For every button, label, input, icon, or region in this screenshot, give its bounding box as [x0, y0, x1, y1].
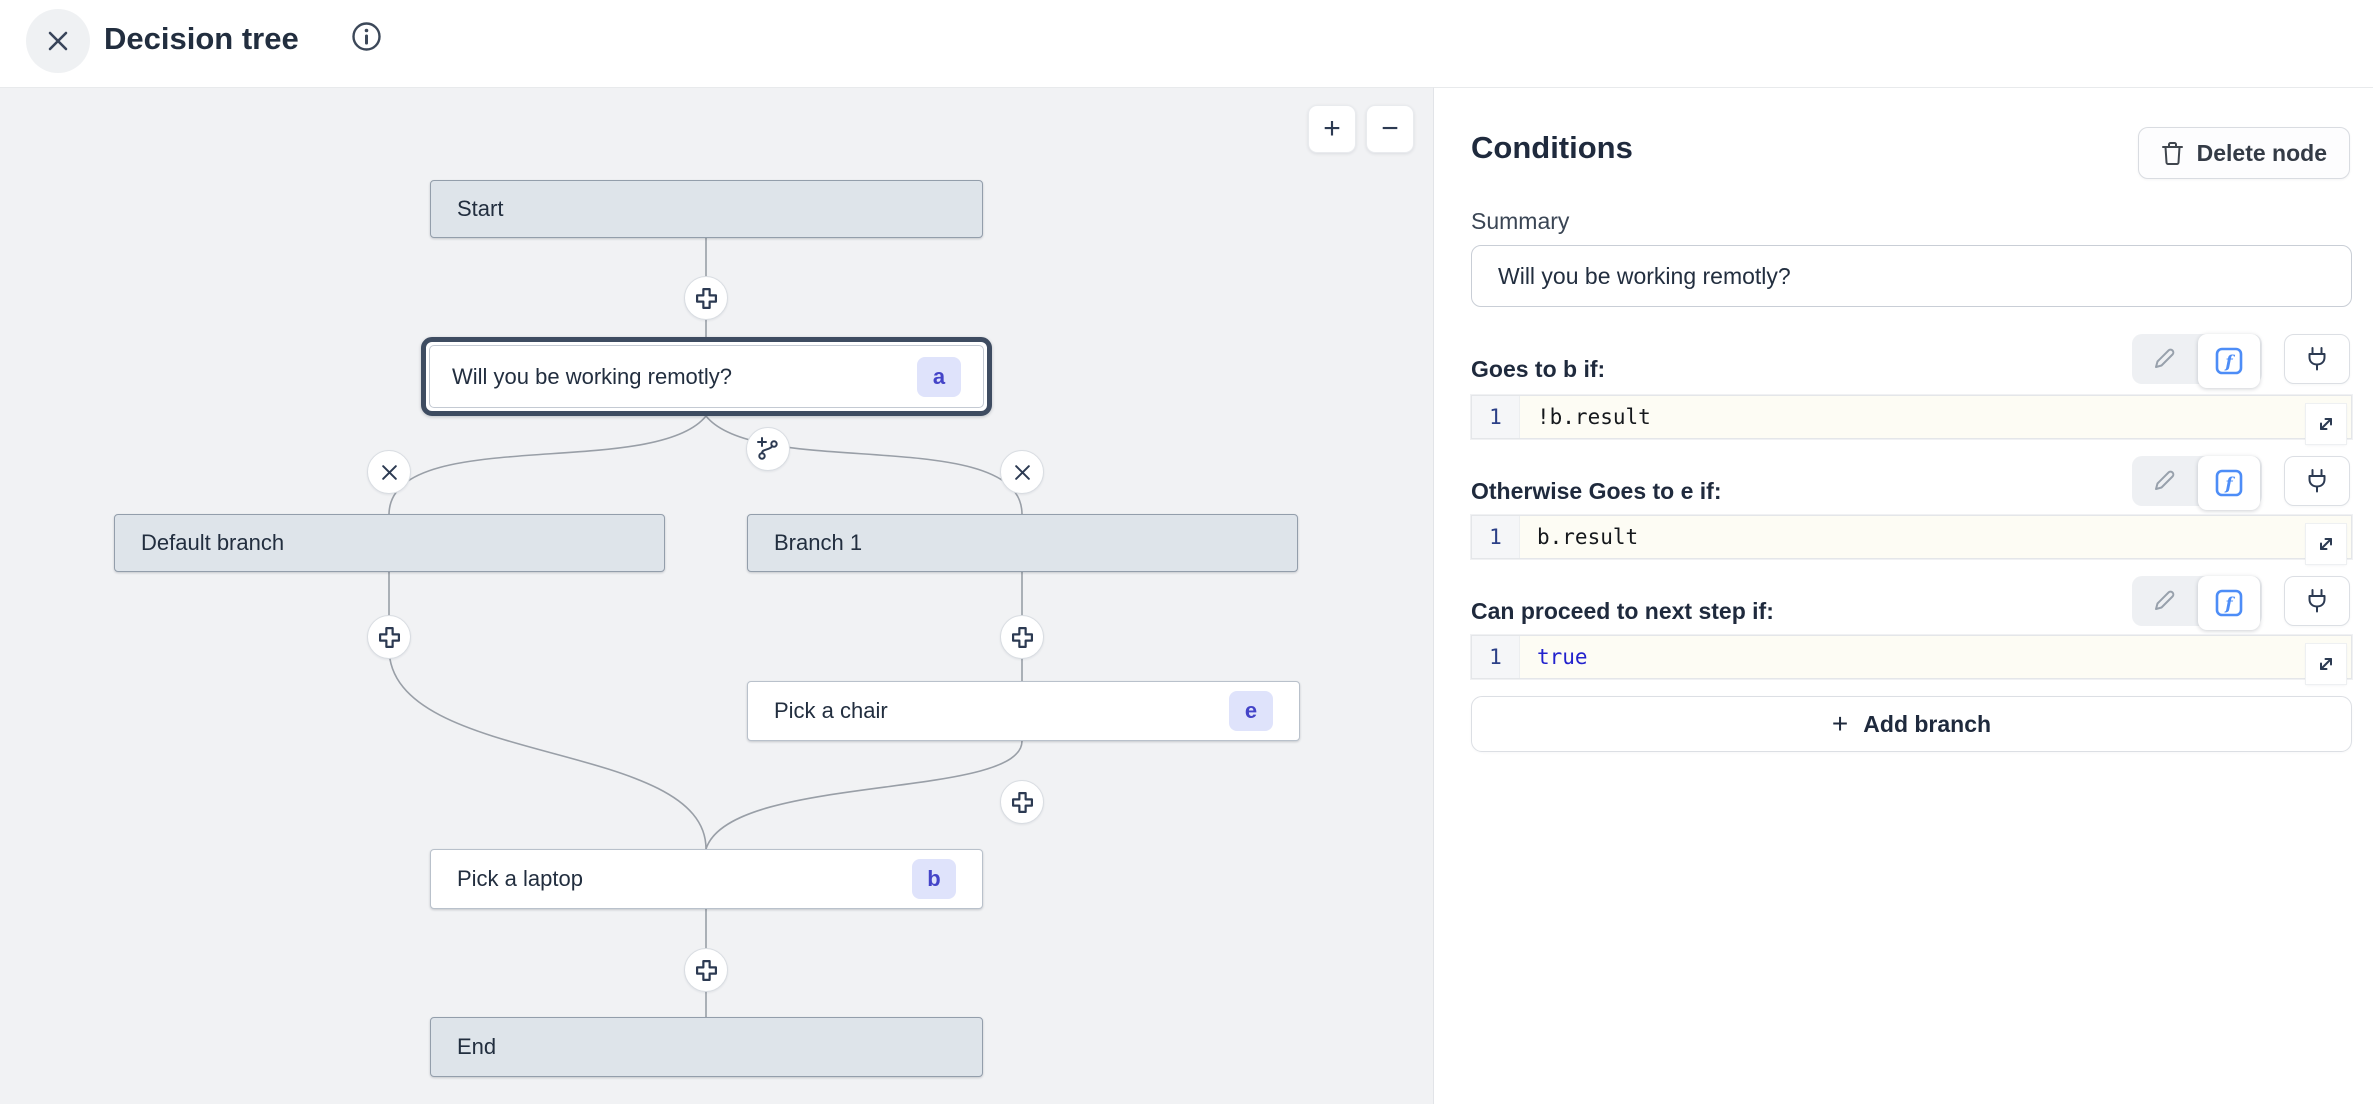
node-question-selected[interactable]: Will you be working remotly? a [421, 337, 992, 416]
fx-mode-button-active[interactable]: f [2198, 334, 2260, 388]
flow-canvas[interactable]: + − Start Will you be working remotly? a… [0, 87, 1434, 1104]
fx-icon: f [2215, 589, 2243, 617]
close-button[interactable] [26, 9, 90, 73]
node-label: End [457, 1034, 497, 1059]
delete-branch-left-button[interactable] [367, 450, 411, 494]
node-default-branch[interactable]: Default branch [114, 514, 665, 572]
add-node-button[interactable] [684, 276, 728, 320]
condition-label-goes-to-b: Goes to b if: [1471, 356, 1606, 382]
node-badge: e [1229, 691, 1273, 731]
plug-icon [2308, 469, 2326, 493]
zoom-in-button[interactable]: + [1308, 105, 1356, 153]
trash-icon [2161, 141, 2183, 165]
summary-input[interactable]: Will you be working remotly? [1471, 245, 2352, 307]
add-branch-button[interactable]: + Add branch [1471, 696, 2352, 752]
condition-label-can-proceed: Can proceed to next step if: [1471, 598, 1774, 624]
conditions-panel: Conditions Delete node Summary Will you … [1434, 87, 2373, 1104]
plus-outline-icon [1011, 791, 1033, 813]
panel-title: Conditions [1471, 130, 1633, 165]
plus-icon: + [1323, 112, 1341, 145]
delete-node-button[interactable]: Delete node [2137, 127, 2350, 179]
add-branch-icon [757, 437, 778, 460]
expand-editor-button[interactable] [2306, 644, 2346, 684]
text-mode-button[interactable] [2134, 578, 2194, 624]
node-pick-a-laptop[interactable]: Pick a laptop b [430, 849, 983, 909]
code-editor-goes-to-b[interactable]: 1 !b.result [1471, 395, 2352, 444]
plug-icon [2308, 589, 2326, 613]
code-editor-can-proceed[interactable]: 1 true [1471, 635, 2352, 684]
svg-text:f: f [2224, 595, 2235, 615]
expand-icon [2320, 658, 2332, 670]
page-title: Decision tree [104, 21, 299, 56]
plus-outline-icon [1011, 626, 1033, 648]
code-editor-otherwise-goes-to-e[interactable]: 1 b.result [1471, 515, 2352, 564]
summary-value: Will you be working remotly? [1498, 262, 1791, 289]
line-number: 1 [1472, 516, 1520, 558]
connect-data-button[interactable] [2284, 456, 2350, 506]
summary-label: Summary [1471, 208, 1570, 234]
pencil-icon [2155, 470, 2175, 490]
add-branch-connector-button[interactable] [746, 427, 790, 471]
svg-text:f: f [2224, 353, 2235, 373]
node-end[interactable]: End [430, 1017, 983, 1077]
fx-mode-button-active[interactable]: f [2198, 576, 2260, 630]
code-value: b.result [1537, 525, 1639, 549]
minus-icon: − [1381, 112, 1399, 145]
add-node-button[interactable] [367, 615, 411, 659]
delete-branch-right-button[interactable] [1000, 450, 1044, 494]
fx-mode-button-active[interactable]: f [2198, 456, 2260, 510]
text-mode-button[interactable] [2134, 458, 2194, 504]
pencil-icon [2155, 348, 2175, 368]
fx-icon: f [2215, 469, 2243, 497]
node-label: Default branch [141, 530, 285, 555]
editor-mode-controls: f [2132, 576, 2350, 630]
node-badge: b [912, 859, 956, 899]
add-node-button[interactable] [684, 948, 728, 992]
plug-icon [2308, 347, 2326, 371]
top-bar: Decision tree [0, 0, 2373, 87]
mode-segmented-control: f [2132, 334, 2262, 388]
node-branch-1[interactable]: Branch 1 [747, 514, 1298, 572]
fx-icon: f [2215, 347, 2243, 375]
plus-icon: + [1831, 708, 1849, 739]
editor-mode-controls: f [2132, 334, 2350, 388]
zoom-out-button[interactable]: − [1366, 105, 1414, 153]
code-value: true [1537, 645, 1588, 669]
node-pick-a-chair[interactable]: Pick a chair e [747, 681, 1300, 741]
add-node-button[interactable] [1000, 615, 1044, 659]
node-label: Pick a laptop [457, 866, 583, 891]
x-icon [1014, 464, 1030, 480]
connect-data-button[interactable] [2284, 334, 2350, 384]
plus-outline-icon [695, 287, 717, 309]
connect-data-button[interactable] [2284, 576, 2350, 626]
node-label: Pick a chair [774, 698, 888, 723]
info-icon[interactable] [351, 21, 382, 52]
add-branch-label: Add branch [1863, 710, 1992, 737]
expand-editor-button[interactable] [2306, 524, 2346, 564]
pencil-icon [2155, 590, 2175, 610]
code-value: !b.result [1537, 405, 1651, 429]
node-label: Branch 1 [774, 530, 863, 555]
mode-segmented-control: f [2132, 456, 2262, 510]
condition-label-otherwise-goes-to-e: Otherwise Goes to e if: [1471, 478, 1722, 504]
expand-icon [2320, 418, 2332, 430]
node-start[interactable]: Start [430, 180, 983, 238]
close-icon [48, 31, 68, 51]
plus-outline-icon [378, 626, 400, 648]
line-number: 1 [1472, 396, 1520, 438]
text-mode-button[interactable] [2134, 336, 2194, 382]
delete-node-label: Delete node [2196, 139, 2327, 166]
node-label: Will you be working remotly? [452, 363, 732, 389]
node-badge: a [917, 356, 961, 397]
add-node-button[interactable] [1000, 780, 1044, 824]
expand-icon [2320, 538, 2332, 550]
editor-mode-controls: f [2132, 456, 2350, 510]
mode-segmented-control: f [2132, 576, 2262, 630]
node-label: Start [457, 196, 504, 221]
plus-outline-icon [695, 959, 717, 981]
svg-text:f: f [2224, 475, 2235, 495]
line-number: 1 [1472, 636, 1520, 678]
expand-editor-button[interactable] [2306, 404, 2346, 444]
x-icon [381, 464, 397, 480]
